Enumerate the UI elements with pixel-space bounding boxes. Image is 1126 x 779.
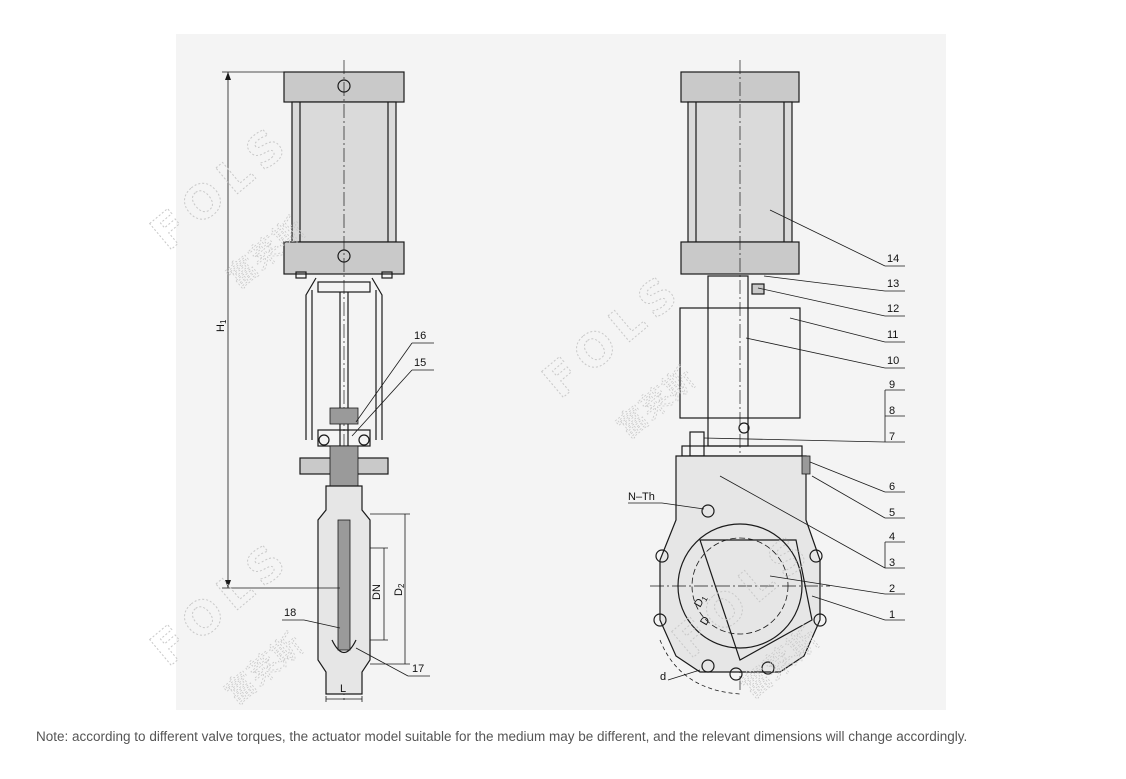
callout-12: 12 (887, 303, 899, 315)
callout-2: 2 (889, 583, 895, 595)
footer-note: Note: according to different valve torqu… (36, 729, 968, 744)
right-view: N–Th D1 D d 14 13 12 11 10 9 8 7 6 5 4 3 (628, 60, 905, 695)
dim-h1: H1 (215, 319, 228, 332)
callout-13: 13 (887, 278, 899, 290)
left-yoke (305, 277, 383, 440)
left-packing (329, 407, 359, 425)
callout-6: 6 (889, 481, 895, 493)
callout-9: 9 (889, 379, 895, 391)
callout-10: 10 (887, 355, 899, 367)
callout-15: 15 (414, 357, 426, 369)
callout-4: 4 (889, 531, 895, 543)
callout-5: 5 (889, 507, 895, 519)
callout-3: 3 (889, 557, 895, 569)
dim-dn: DN (371, 584, 383, 600)
dim-l: L (340, 683, 346, 695)
callout-14: 14 (887, 253, 899, 265)
callout-18: 18 (284, 607, 296, 619)
dim-d2: D2 (393, 583, 406, 596)
left-view: H1 DN D2 L 16 15 18 17 (215, 60, 434, 702)
callout-7: 7 (889, 431, 895, 443)
left-gate (337, 519, 351, 651)
callout-1: 1 (889, 609, 895, 621)
dim-d1: D1 (692, 592, 710, 610)
callout-16: 16 (414, 330, 426, 342)
right-valve-body (659, 455, 821, 673)
callout-8: 8 (889, 405, 895, 417)
dim-hole: d (660, 671, 666, 683)
callout-17: 17 (412, 663, 424, 675)
callout-11: 11 (887, 329, 898, 341)
dim-bolts: N–Th (628, 491, 655, 503)
